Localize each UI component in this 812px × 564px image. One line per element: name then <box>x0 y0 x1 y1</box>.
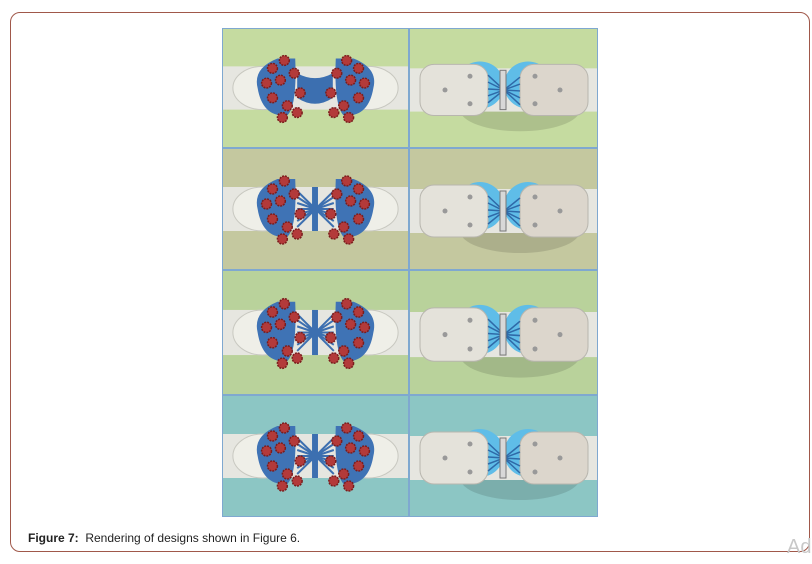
figure-label: Figure 7: <box>28 531 79 545</box>
figure-7-image-grid <box>222 28 598 517</box>
render-panel-row3-left <box>223 271 408 394</box>
render-panel-row2-left <box>223 149 408 269</box>
ad-label[interactable]: Ad <box>787 536 812 558</box>
render-panel-row4-right <box>410 396 597 516</box>
figure-card <box>10 12 810 552</box>
render-panel-row1-right <box>410 29 597 147</box>
figure-caption: Figure 7: Rendering of designs shown in … <box>28 531 300 545</box>
render-panel-row3-right <box>410 271 597 394</box>
render-panel-row1-left <box>223 29 408 147</box>
figure-caption-text: Rendering of designs shown in Figure 6. <box>85 531 301 545</box>
render-panel-row2-right <box>410 149 597 269</box>
render-panel-row4-left <box>223 396 408 516</box>
